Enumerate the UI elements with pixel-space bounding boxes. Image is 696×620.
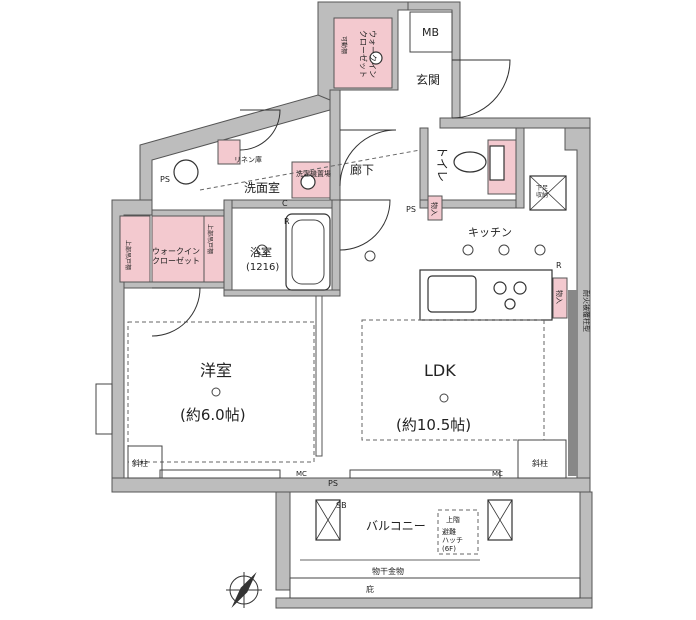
label-ps-3: PS <box>328 479 338 488</box>
linen-storage <box>217 139 241 165</box>
walkin-closet-top <box>333 17 393 89</box>
washroom-door <box>239 109 281 151</box>
stove-burner-3 <box>504 298 516 310</box>
label-slanted-pillar-1: 斜柱 <box>132 458 148 468</box>
label-walkin-left: ウォークインクローゼット <box>152 247 200 266</box>
label-storage-2: 物入 <box>555 290 564 304</box>
room-western-name: 洋室 <box>200 361 232 380</box>
bathtub <box>285 213 331 291</box>
label-kitchen: キッチン <box>468 226 512 239</box>
label-washroom: 洗面室 <box>244 180 280 195</box>
bathtub-inner <box>291 219 325 285</box>
label-walkin-top: ウォークインクローゼット <box>358 30 377 78</box>
mb-box <box>409 11 453 53</box>
ceiling-lights <box>211 244 546 403</box>
closet-hanger-top <box>369 51 383 65</box>
closet-door <box>151 287 201 337</box>
room-ldk-size: (約10.5帖) <box>396 416 471 434</box>
toilet-tank <box>489 145 505 181</box>
label-shoes: 下足収納 <box>536 185 548 199</box>
interior-walls <box>123 89 525 457</box>
upper-shelf-left <box>119 215 151 283</box>
washbasin <box>173 159 199 185</box>
label-movable-shelf: 可動棚 <box>340 36 348 54</box>
label-mc-2: MC <box>492 470 503 478</box>
label-mc-1: MC <box>296 470 307 478</box>
eaves-outline <box>289 577 581 599</box>
pillar-left <box>127 445 163 479</box>
label-hatch: 避難ハッチ(6F) <box>442 527 463 553</box>
label-slanted-pillar-2: 斜柱 <box>532 458 548 468</box>
label-washer: 洗濯機置場 <box>296 169 331 178</box>
window-ldk <box>349 469 501 479</box>
walkin-closet-left <box>151 215 213 283</box>
upper-shelf-right <box>203 215 225 283</box>
label-c: C <box>282 199 288 208</box>
label-toilet: トイレ <box>435 146 449 182</box>
label-entrance: 玄関 <box>416 72 440 87</box>
room-western-size: (約6.0帖) <box>180 406 246 424</box>
label-bath-size: (1216) <box>246 262 279 273</box>
label-mb: MB <box>422 26 439 39</box>
label-upper-shelf-2: 上部吊戸棚 <box>206 224 214 254</box>
ldk-outline <box>361 319 545 441</box>
bath-door <box>339 199 391 251</box>
label-eaves: 庇 <box>366 584 374 594</box>
western-room-outline <box>127 321 315 463</box>
label-upper-shelf-1: 上部吊戸棚 <box>124 240 132 270</box>
label-linen: リネン庫 <box>234 155 262 164</box>
kitchen-sink <box>427 275 477 313</box>
room-ldk-name: LDK <box>424 361 456 380</box>
storage-box-1 <box>427 195 443 221</box>
label-r-2: R <box>556 261 562 270</box>
label-storage-1: 物入 <box>430 202 439 216</box>
label-clothes-hanger: 物干金物 <box>372 566 404 576</box>
label-hallway: 廊下 <box>350 162 374 177</box>
label-ps-2: PS <box>406 205 416 214</box>
storage-box-2 <box>552 277 568 319</box>
entrance-door <box>451 59 511 119</box>
label-r-1: R <box>284 217 290 226</box>
label-ps-1: PS <box>160 175 170 184</box>
label-hatch-top: 上階 <box>446 515 460 524</box>
north-compass-icon <box>226 571 262 609</box>
window-western <box>159 469 281 479</box>
washer-drain <box>300 174 316 190</box>
stove-burner-1 <box>493 281 507 295</box>
label-balcony: バルコニー <box>366 519 426 533</box>
hall-dash-line <box>199 149 421 191</box>
toilet-bowl <box>453 151 487 173</box>
label-fire-wall: 耐火被覆柱型 <box>582 290 591 332</box>
fire-wall-hatch <box>568 290 577 476</box>
stove-burner-2 <box>513 281 527 295</box>
pillar-right <box>517 439 567 479</box>
label-bath: 浴室 <box>250 245 272 259</box>
hallway-door <box>339 129 397 187</box>
label-sb: SB <box>336 501 347 510</box>
window-left-bay <box>95 383 113 435</box>
